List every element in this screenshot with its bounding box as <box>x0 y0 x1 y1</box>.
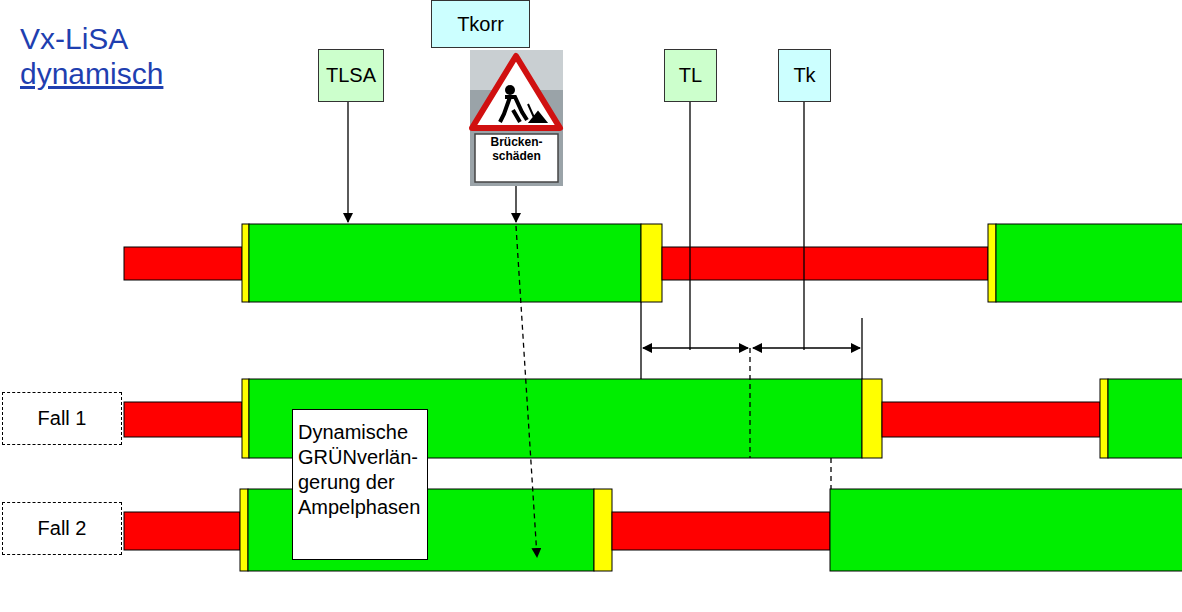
subtitle: dynamisch <box>20 57 220 91</box>
case-label: Fall 1 <box>2 392 122 445</box>
node-text: Fall 2 <box>38 516 87 541</box>
time-box: TL <box>664 49 717 102</box>
node-text: TL <box>679 63 702 88</box>
signal-bars <box>124 224 1182 571</box>
node-text: Tkorr <box>457 12 504 37</box>
case-label: Fall 2 <box>2 502 122 555</box>
node-text: Fall 1 <box>38 406 87 431</box>
note-box: Dynamische GRÜNverlän- gerung der Ampelp… <box>292 409 428 560</box>
roadwork-sign <box>470 50 563 186</box>
time-box: TLSA <box>318 49 384 102</box>
sign-text: Brücken- schäden <box>477 136 556 164</box>
node-text: TLSA <box>326 63 376 88</box>
time-box: Tk <box>778 49 831 102</box>
node-text: Tk <box>793 63 815 88</box>
node-text: Dynamische GRÜNverlän- gerung der Ampelp… <box>298 420 422 520</box>
time-box: Tkorr <box>431 0 530 48</box>
diagram-title: Vx-LiSA <box>20 22 128 56</box>
